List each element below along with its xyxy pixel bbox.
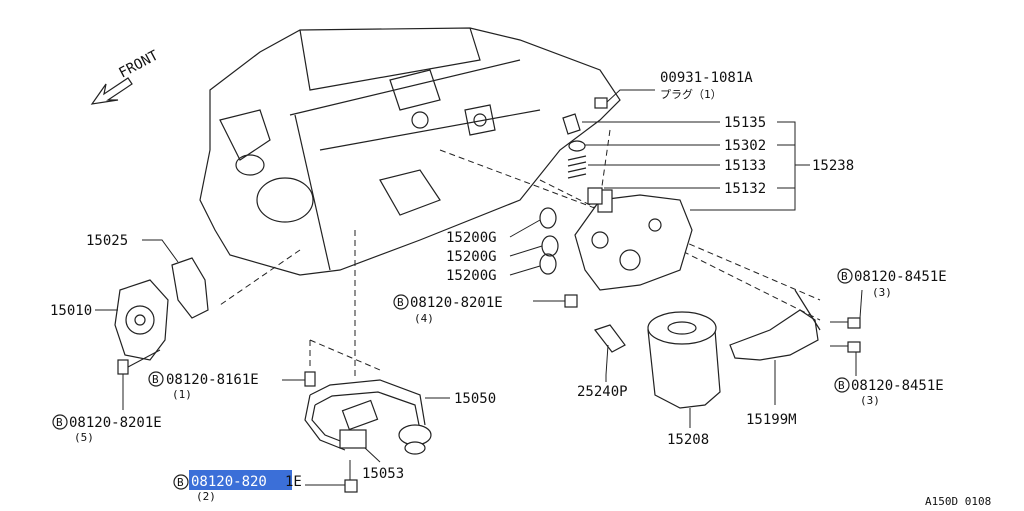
- leader-15200g-1: [509, 219, 541, 238]
- group-bracket-15238: [690, 121, 796, 211]
- label-15050: 15050: [454, 391, 496, 407]
- bolt-symbol-icon: B: [393, 294, 409, 310]
- label-08120-820-tail: 1E: [285, 474, 302, 490]
- label-08120-820-highlighted: 08120-820: [191, 474, 267, 490]
- leader-15025: [142, 239, 179, 263]
- bolt-symbol-icon: B: [834, 377, 850, 393]
- figure-code: A150D 0108: [925, 495, 991, 508]
- label-08120-8161e: 08120-8161E: [166, 372, 259, 388]
- label-00931-sub: プラグ（1）: [660, 87, 722, 101]
- label-08120-8451e-top-qty: (3): [872, 286, 892, 299]
- bolt-mid: [564, 294, 578, 308]
- svg-text:B: B: [177, 476, 184, 489]
- label-15208: 15208: [667, 432, 709, 448]
- label-15200g-1: 15200G: [446, 230, 497, 246]
- label-08120-8451e-bot: 08120-8451E: [851, 378, 944, 394]
- label-15135: 15135: [724, 115, 766, 131]
- alignment-lines: [219, 129, 821, 380]
- label-08120-8201e-mid-qty: (4): [414, 312, 434, 325]
- label-08120-8451e-bot-qty: (3): [860, 394, 880, 407]
- label-08120-8201e-mid: 08120-8201E: [410, 295, 503, 311]
- label-08120-8201e-left-qty: (5): [74, 431, 94, 444]
- label-08120-8161e-qty: (1): [172, 388, 192, 401]
- oil-baffle: [729, 289, 821, 361]
- group-bracket-ticks: [777, 144, 810, 189]
- svg-text:B: B: [56, 416, 63, 429]
- engine-block: [199, 27, 621, 276]
- relief-valve-parts: [562, 97, 608, 205]
- bolt-symbol-icon: B: [148, 371, 164, 387]
- leader-15200g-3: [509, 265, 541, 276]
- label-15238: 15238: [812, 158, 854, 174]
- label-15200g-3: 15200G: [446, 268, 497, 284]
- oil-pressure-switch: [594, 324, 626, 376]
- pump-gasket: [171, 257, 209, 319]
- label-15199m: 15199M: [746, 412, 797, 428]
- label-15302: 15302: [724, 138, 766, 154]
- oil-strainer: [304, 379, 432, 455]
- front-arrow-icon: [90, 77, 133, 105]
- label-15200g-2: 15200G: [446, 249, 497, 265]
- label-15010: 15010: [50, 303, 92, 319]
- leader-15053: [364, 447, 381, 463]
- oil-pump: [114, 279, 169, 361]
- svg-text:B: B: [397, 296, 404, 309]
- svg-text:B: B: [152, 373, 159, 386]
- label-25240p: 25240P: [577, 384, 628, 400]
- oring-1: [539, 207, 557, 229]
- leader-00931: [606, 89, 655, 103]
- bolt-symbol-icon: B: [173, 474, 189, 490]
- oil-filter: [647, 311, 721, 409]
- label-15133: 15133: [724, 158, 766, 174]
- label-15132: 15132: [724, 181, 766, 197]
- oring-3: [539, 253, 557, 275]
- label-08120-820-qty: (2): [196, 490, 216, 503]
- label-08120-8201e-left: 08120-8201E: [69, 415, 162, 431]
- bolt-symbol-icon: B: [52, 414, 68, 430]
- label-15053: 15053: [362, 466, 404, 482]
- oring-2: [541, 235, 559, 257]
- leader-15200g-2: [509, 245, 543, 257]
- label-00931-1081a: 00931-1081A: [660, 70, 753, 86]
- oil-filter-bracket: [574, 189, 693, 291]
- label-08120-8451e-top: 08120-8451E: [854, 269, 947, 285]
- bolt-strainer-bottom: [344, 460, 358, 493]
- search-highlight: [189, 470, 292, 490]
- bolt-symbol-icon: B: [837, 268, 853, 284]
- bolt-right-bottom: [830, 341, 861, 353]
- bolt-right-top: [830, 317, 861, 329]
- svg-text:B: B: [838, 379, 845, 392]
- leader-b8451-top: [859, 289, 863, 319]
- bolt-strainer-top: [304, 371, 316, 387]
- label-15025: 15025: [86, 233, 128, 249]
- svg-text:B: B: [841, 270, 848, 283]
- front-label: FRONT: [116, 47, 161, 81]
